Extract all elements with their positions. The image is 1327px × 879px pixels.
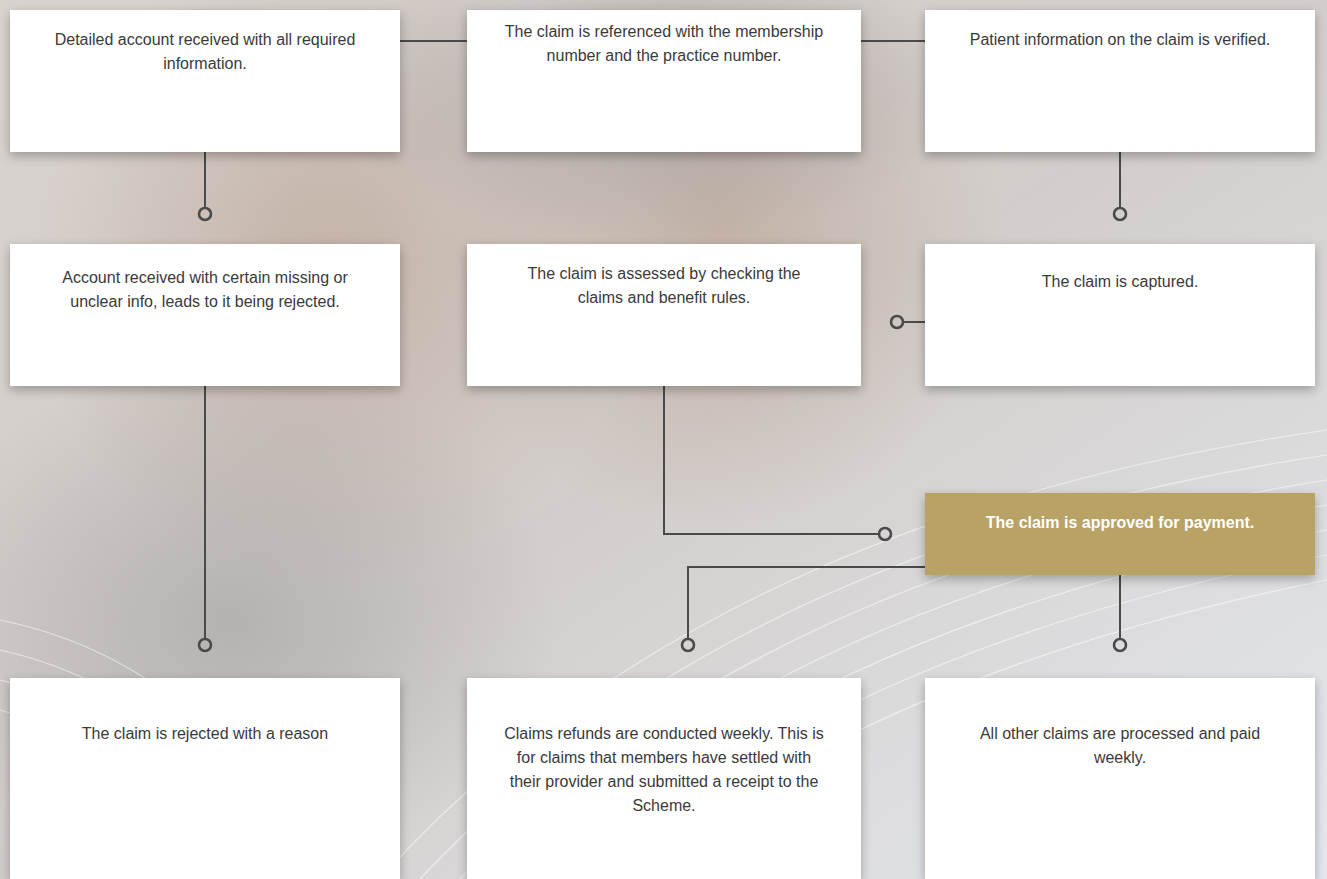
box-text: Claims refunds are conducted weekly. Thi… — [503, 722, 825, 818]
connector-line — [664, 386, 879, 534]
connector-dot — [1114, 639, 1126, 651]
connector-line — [1119, 152, 1121, 208]
box-text: Account received with certain missing or… — [46, 266, 364, 314]
process-box: Patient information on the claim is veri… — [925, 10, 1315, 152]
connector-line — [204, 386, 206, 639]
box-text: The claim is referenced with the members… — [503, 20, 825, 68]
box-text: All other claims are processed and paid … — [961, 722, 1279, 770]
connector — [1114, 575, 1126, 651]
connector — [1114, 152, 1126, 220]
connector-line — [1119, 575, 1121, 639]
highlight-box: The claim is approved for payment. — [925, 493, 1315, 575]
connector — [199, 152, 211, 220]
connector-dot — [1114, 208, 1126, 220]
connector-line — [861, 40, 925, 42]
box-text: The claim is approved for payment. — [961, 511, 1279, 535]
connector-line — [400, 40, 467, 42]
process-box: Account received with certain missing or… — [10, 244, 400, 386]
box-text: Detailed account received with all requi… — [46, 28, 364, 76]
process-box: Claims refunds are conducted weekly. Thi… — [467, 678, 861, 879]
process-box: The claim is referenced with the members… — [467, 10, 861, 152]
connector — [664, 386, 891, 540]
process-box: The claim is rejected with a reason — [10, 678, 400, 879]
process-box: All other claims are processed and paid … — [925, 678, 1315, 879]
process-box: The claim is captured. — [925, 244, 1315, 386]
box-text: The claim is captured. — [961, 270, 1279, 294]
connector — [682, 567, 925, 651]
connector-dot — [891, 316, 903, 328]
box-text: The claim is rejected with a reason — [46, 722, 364, 746]
connector — [199, 386, 211, 651]
connector-dot — [879, 528, 891, 540]
box-text: The claim is assessed by checking the cl… — [503, 262, 825, 310]
connector-line — [688, 567, 925, 639]
process-box: The claim is assessed by checking the cl… — [467, 244, 861, 386]
connector-line — [903, 321, 925, 323]
connector — [400, 41, 467, 42]
box-text: Patient information on the claim is veri… — [961, 28, 1279, 52]
connector — [861, 41, 925, 42]
connector-line — [204, 152, 206, 208]
connector-dot — [682, 639, 694, 651]
connector-dot — [199, 208, 211, 220]
connector — [891, 316, 925, 328]
connector-dot — [199, 639, 211, 651]
process-box: Detailed account received with all requi… — [10, 10, 400, 152]
